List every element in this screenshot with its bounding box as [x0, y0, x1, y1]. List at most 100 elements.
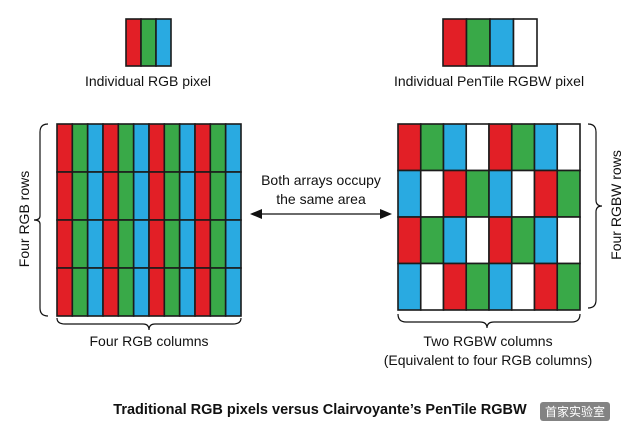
rgb-subpixel-red [148, 171, 166, 221]
same-area-label-line2: the same area [276, 191, 366, 207]
rgbw-columns-label-line2: (Equivalent to four RGB columns) [383, 352, 593, 368]
rgb-subpixel-blue [132, 123, 150, 173]
rgb-subpixel-blue [224, 219, 242, 269]
rgb-subpixel-blue [178, 219, 196, 269]
subpixel-blue [155, 18, 172, 67]
rgb-columns-label: Four RGB columns [89, 333, 209, 349]
rgb-subpixel-green [163, 219, 181, 269]
individual-rgb-pixel-label: Individual RGB pixel [84, 73, 212, 89]
individual-rgbw-pixel [442, 18, 538, 67]
rgb-subpixel-red [148, 219, 166, 269]
rgb-subpixel-green [117, 171, 135, 221]
rgb-subpixel-red [194, 219, 212, 269]
rgb-subpixel-green [163, 171, 181, 221]
rgb-subpixel-blue [178, 123, 196, 173]
rgb-subpixel-green [209, 219, 227, 269]
rgbw-subpixel-red [533, 169, 559, 218]
rgbw-subpixel-blue [488, 169, 513, 218]
rgb-subpixel-green [117, 123, 135, 173]
rgbw-subpixel-red [488, 216, 513, 265]
rgb-subpixel-green [71, 171, 89, 221]
rgb-subpixel-green [71, 123, 89, 173]
rgb-subpixel-red [194, 267, 212, 317]
rgbw-subpixel-blue [533, 123, 559, 172]
rgb-subpixel-red [102, 123, 120, 173]
rgb-subpixel-green [209, 267, 227, 317]
rgb-subpixel-red [56, 267, 74, 317]
rgb-subpixel-blue [86, 171, 104, 221]
subpixel-red [442, 18, 468, 67]
rgb-subpixel-red [194, 171, 212, 221]
rgbw-subpixel-red [533, 262, 559, 311]
subpixel-green [140, 18, 157, 67]
rgbw-columns-brace [397, 313, 581, 329]
rgbw-subpixel-white [465, 123, 490, 172]
rgb-rows-brace [33, 123, 49, 317]
subpixel-red [125, 18, 142, 67]
rgb-subpixel-green [71, 219, 89, 269]
rgb-subpixel-blue [132, 171, 150, 221]
double-arrow-icon [250, 209, 392, 219]
rgbw-subpixel-green [465, 262, 490, 311]
rgbw-subpixel-white [419, 262, 445, 311]
rgb-subpixel-blue [224, 123, 242, 173]
rgb-subpixel-green [71, 267, 89, 317]
rgb-subpixel-green [209, 171, 227, 221]
rgbw-subpixel-green [510, 216, 536, 265]
same-area-label-line1: Both arrays occupy [261, 172, 381, 188]
rgb-subpixel-red [102, 267, 120, 317]
individual-rgb-pixel [125, 18, 172, 67]
rgb-subpixel-blue [132, 267, 150, 317]
rgb-rows-label: Four RGB rows [16, 170, 32, 268]
rgbw-subpixel-green [419, 123, 445, 172]
rgb-subpixel-red [148, 267, 166, 317]
watermark: 首家实验室 [540, 402, 611, 421]
rgb-pixel-array [56, 123, 242, 317]
rgbw-subpixel-blue [533, 216, 559, 265]
rgb-subpixel-red [194, 123, 212, 173]
rgb-subpixel-red [148, 123, 166, 173]
rgb-subpixel-green [209, 123, 227, 173]
rgbw-subpixel-blue [397, 169, 422, 218]
rgbw-subpixel-green [556, 169, 581, 218]
rgbw-subpixel-blue [488, 262, 513, 311]
rgb-subpixel-red [56, 219, 74, 269]
rgbw-subpixel-white [465, 216, 490, 265]
rgbw-pixel-array [397, 123, 581, 311]
rgb-subpixel-green [117, 267, 135, 317]
subpixel-blue [489, 18, 515, 67]
rgbw-subpixel-blue [442, 123, 468, 172]
rgbw-rows-label: Four RGBW rows [608, 150, 624, 260]
rgbw-subpixel-white [510, 169, 536, 218]
rgb-subpixel-red [102, 219, 120, 269]
figure-caption: Traditional RGB pixels versus Clairvoyan… [113, 402, 527, 418]
rgbw-columns-label-line1: Two RGBW columns [423, 333, 553, 349]
rgbw-subpixel-green [556, 262, 581, 311]
rgbw-subpixel-blue [442, 216, 468, 265]
rgb-subpixel-red [102, 171, 120, 221]
rgbw-subpixel-red [442, 262, 468, 311]
rgbw-subpixel-green [419, 216, 445, 265]
rgb-subpixel-green [163, 267, 181, 317]
rgb-subpixel-blue [224, 171, 242, 221]
rgb-columns-brace [56, 317, 242, 331]
subpixel-white [512, 18, 538, 67]
rgbw-subpixel-red [397, 216, 422, 265]
rgb-subpixel-blue [86, 219, 104, 269]
rgbw-subpixel-white [556, 216, 581, 265]
rgbw-subpixel-green [465, 169, 490, 218]
subpixel-green [465, 18, 491, 67]
rgbw-rows-brace [587, 123, 603, 309]
rgbw-subpixel-red [488, 123, 513, 172]
rgbw-subpixel-white [419, 169, 445, 218]
rgb-subpixel-blue [178, 267, 196, 317]
rgb-subpixel-blue [224, 267, 242, 317]
individual-rgbw-pixel-label: Individual PenTile RGBW pixel [393, 73, 585, 89]
rgbw-subpixel-white [510, 262, 536, 311]
rgb-subpixel-blue [86, 267, 104, 317]
rgb-subpixel-blue [178, 171, 196, 221]
rgbw-subpixel-green [510, 123, 536, 172]
rgbw-subpixel-blue [397, 262, 422, 311]
